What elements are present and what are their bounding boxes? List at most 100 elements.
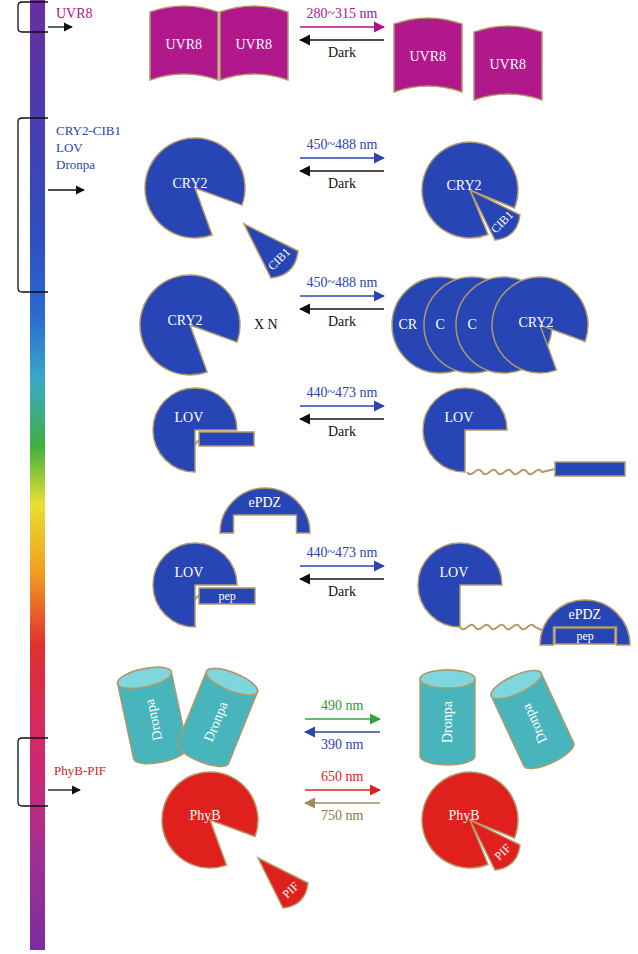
reverse-arrow bbox=[300, 308, 384, 310]
reverse-arrow bbox=[300, 418, 384, 420]
wavelength-label: 390 nm bbox=[321, 738, 363, 752]
wavelength-label: 750 nm bbox=[321, 809, 363, 823]
node-label: PhyB bbox=[449, 809, 480, 823]
shape-fill bbox=[470, 820, 520, 870]
cry2-protein: CRY2 bbox=[145, 138, 245, 238]
node-label: ePDZ bbox=[249, 496, 282, 510]
shape-outline bbox=[220, 488, 310, 533]
barrel-top bbox=[488, 665, 545, 705]
node-label: PhyB bbox=[190, 809, 221, 823]
node-label: ePDZ bbox=[569, 608, 602, 622]
epdz-domain: ePDZ pep bbox=[540, 600, 630, 645]
shape-fill bbox=[116, 663, 190, 767]
node-label: pep bbox=[577, 630, 594, 642]
cry2-oligomer: CRY2 bbox=[492, 277, 588, 373]
pointer-arrow bbox=[48, 189, 84, 190]
lov-domain: LOV bbox=[418, 543, 502, 627]
wavelength-label: 280~315 nm bbox=[307, 7, 378, 21]
shape-outline bbox=[153, 543, 237, 627]
forward-arrow bbox=[300, 295, 384, 297]
shape-fill bbox=[140, 275, 240, 375]
reverse-arrow bbox=[300, 578, 384, 580]
shape-fill bbox=[555, 628, 615, 644]
shape-outline bbox=[258, 858, 308, 908]
bracket bbox=[18, 738, 48, 806]
shape-fill bbox=[422, 772, 518, 868]
barrel-top bbox=[203, 663, 261, 700]
bracket bbox=[18, 118, 48, 292]
pointer-arrow bbox=[48, 26, 72, 27]
dark-label: Dark bbox=[328, 585, 356, 599]
spectrum-label: Dronpa bbox=[56, 158, 95, 171]
dark-label: Dark bbox=[328, 46, 356, 60]
uvr8-monomer: UVR8 bbox=[474, 26, 542, 100]
shape-outline bbox=[418, 543, 502, 627]
dark-label: Dark bbox=[328, 425, 356, 439]
node-label: LOV bbox=[175, 566, 204, 580]
pif-protein: PIF bbox=[258, 858, 308, 908]
shape-outline bbox=[423, 388, 507, 472]
shape-fill bbox=[394, 18, 462, 92]
spectrum-label: LOV bbox=[56, 141, 83, 154]
wavelength-label: 450~488 nm bbox=[307, 276, 378, 290]
spectrum-label: UVR8 bbox=[56, 7, 93, 21]
dronpa-barrel: Dronpa bbox=[420, 670, 475, 765]
shape-fill bbox=[145, 138, 245, 238]
node-label: UVR8 bbox=[490, 58, 527, 72]
linker bbox=[467, 469, 555, 474]
forward-arrow bbox=[300, 565, 384, 567]
shape-fill bbox=[153, 543, 237, 627]
node-label: CRY2 bbox=[519, 316, 554, 330]
dronpa-barrel: Dronpa bbox=[488, 665, 578, 774]
uvr8-monomer: UVR8 bbox=[150, 6, 218, 80]
node-label: UVR8 bbox=[236, 38, 273, 52]
cib1-protein: CIB1 bbox=[244, 224, 298, 278]
wavelength-label: 650 nm bbox=[321, 770, 363, 784]
multiplier-label: X N bbox=[254, 318, 278, 332]
shape-fill bbox=[470, 190, 520, 240]
shape-fill bbox=[488, 665, 578, 774]
shape-fill bbox=[220, 6, 288, 80]
wavelength-label: 490 nm bbox=[321, 699, 363, 713]
node-label: C bbox=[436, 318, 445, 332]
shape-fill bbox=[258, 858, 308, 908]
lov-domain: LOV pep bbox=[153, 543, 237, 627]
shape-fill bbox=[474, 26, 542, 100]
spectrum-label: CRY2-CIB1 bbox=[56, 124, 121, 137]
node-label: CRY2 bbox=[168, 314, 203, 328]
bracket bbox=[18, 2, 48, 32]
node-label: Dronpa bbox=[441, 701, 455, 743]
cry2-protein: CRY2CIB1 bbox=[422, 142, 518, 238]
forward-arrow bbox=[300, 405, 384, 407]
wavelength-label: 440~473 nm bbox=[307, 546, 378, 560]
cry2-protein: CRY2 bbox=[140, 275, 240, 375]
node-label: LOV bbox=[445, 411, 474, 425]
shape-fill bbox=[422, 142, 518, 238]
jalpha-helix bbox=[199, 432, 254, 446]
node-label: UVR8 bbox=[410, 50, 447, 64]
uvr8-monomer: UVR8 bbox=[394, 18, 462, 92]
node-label: pep bbox=[219, 590, 236, 602]
shape-fill bbox=[150, 6, 218, 80]
forward-arrow bbox=[300, 157, 384, 159]
shape-fill bbox=[420, 670, 475, 765]
node-label: CR bbox=[399, 318, 418, 332]
forward-arrow bbox=[300, 26, 384, 28]
spectrum-bar bbox=[30, 0, 45, 950]
shape-fill bbox=[244, 224, 298, 278]
phyb-protein: PhyBPIF bbox=[422, 772, 518, 868]
wavelength-label: 450~488 nm bbox=[307, 138, 378, 152]
forward-arrow bbox=[305, 789, 380, 791]
shape-fill bbox=[418, 543, 502, 627]
reverse-arrow bbox=[305, 802, 380, 804]
node-label: CRY2 bbox=[173, 177, 208, 191]
barrel-top bbox=[420, 670, 475, 688]
barrel-top bbox=[116, 663, 174, 692]
wavelength-label: 440~473 nm bbox=[307, 386, 378, 400]
jalpha-helix bbox=[555, 462, 625, 476]
pep-peptide: pep bbox=[555, 628, 615, 644]
shape-fill bbox=[199, 588, 255, 604]
forward-arrow bbox=[305, 718, 380, 720]
